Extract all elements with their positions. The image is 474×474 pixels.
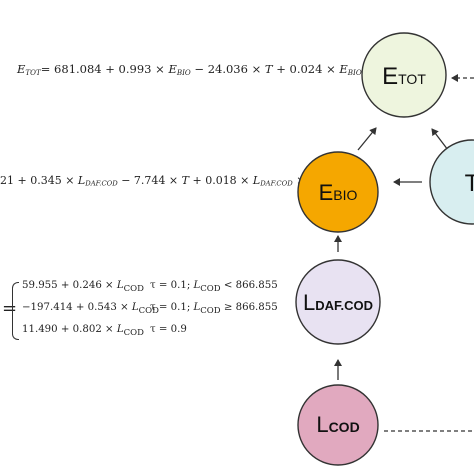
eq-e-bio-v3: L (252, 174, 261, 187)
node-e-tot-circle (361, 32, 447, 118)
piecewise-brace (12, 282, 19, 340)
node-l-daf-cod-circle (295, 259, 381, 345)
piecewise-cond-2-var-sub: COD (200, 306, 221, 317)
piecewise-row-1: 59.955 + 0.246 × LCOD (22, 280, 144, 294)
eq-e-bio-c2: + 0.018 × (188, 174, 253, 187)
edge-e-bio-to-e-tot (357, 127, 377, 151)
piecewise-cond-2-var: L (193, 302, 201, 313)
eq-e-tot-c0: = 681.084 + 0.993 × (40, 62, 169, 76)
piecewise-row-1-var-sub: COD (123, 284, 144, 295)
node-e-bio-label: EBIO (319, 180, 358, 205)
node-t-label: T (465, 170, 474, 197)
equation-e-bio: 21 + 0.345 × LDAF.COD − 7.744 × T + 0.01… (0, 174, 316, 188)
piecewise-row-1-var: L (116, 280, 124, 291)
eq-e-tot-v2: T (264, 62, 273, 76)
piecewise-cond-1-tau: τ = 0.1; (150, 280, 194, 291)
equation-e-tot: ETOT= 681.084 + 0.993 × EBIO − 24.036 × … (17, 62, 386, 77)
eq-e-tot-v3: E (339, 62, 348, 76)
node-l-daf-cod-label: LDAF.COD (303, 290, 373, 315)
eq-e-tot-lhs: E (17, 62, 26, 76)
eq-e-tot-lhs-sub: TOT (25, 67, 41, 77)
eq-e-tot-c1: − 24.036 × (190, 62, 265, 76)
node-e-bio: EBIO (297, 151, 379, 233)
eq-e-bio-v2: T (181, 174, 189, 187)
node-l-cod-label: LCOD (316, 412, 359, 437)
node-l-cod-circle (297, 384, 379, 466)
node-t-circle (429, 139, 474, 225)
piecewise-cond-2-tau: τ = 0.1; (150, 302, 194, 313)
piecewise-row-2-var-sub: COD (138, 306, 159, 317)
eq-e-bio-v3-sub: DAF.COD (260, 179, 293, 188)
eq-e-bio-c1: − 7.744 × (117, 174, 182, 187)
piecewise-row-2-expr: −197.414 + 0.543 × (22, 302, 132, 313)
piecewise-row-2: −197.414 + 0.543 × LCOD (22, 302, 159, 316)
piecewise-cond-1-var: L (193, 280, 201, 291)
node-e-tot: ETOT (361, 32, 447, 118)
node-e-bio-circle (297, 151, 379, 233)
node-t: T (429, 139, 474, 225)
eq-e-tot-v1-sub: BIO (176, 67, 191, 77)
eq-e-tot-c2: + 0.024 × (272, 62, 340, 76)
piecewise-equals: = (2, 298, 18, 319)
eq-e-tot-v3-sub: BIO (347, 67, 362, 77)
node-e-tot-label: ETOT (382, 63, 426, 90)
eq-e-bio-c0: 21 + 0.345 × (0, 174, 78, 187)
piecewise-row-3-var-sub: COD (123, 328, 144, 339)
eq-e-bio-v1: L (77, 174, 86, 187)
node-l-cod: LCOD (297, 384, 379, 466)
piecewise-row-3: 11.490 + 0.802 × LCOD (22, 324, 144, 338)
piecewise-cond-3-tau: τ = 0.9 (150, 324, 187, 335)
piecewise-row-1-expr: 59.955 + 0.246 × (22, 280, 117, 291)
piecewise-cond-2: τ = 0.1; LCOD ≥ 866.855 (150, 302, 278, 316)
eq-e-bio-v1-sub: DAF.COD (85, 179, 118, 188)
piecewise-row-2-var: L (131, 302, 139, 313)
piecewise-cond-3: τ = 0.9 (150, 324, 187, 335)
piecewise-cond-1-var-sub: COD (200, 284, 221, 295)
edge-t-to-e-tot (431, 128, 449, 151)
eq-e-tot-v1: E (168, 62, 177, 76)
piecewise-row-3-var: L (116, 324, 124, 335)
piecewise-cond-1-op: < 866.855 (220, 280, 278, 291)
piecewise-cond-2-op: ≥ 866.855 (220, 302, 278, 313)
piecewise-cond-1: τ = 0.1; LCOD < 866.855 (150, 280, 278, 294)
piecewise-row-3-expr: 11.490 + 0.802 × (22, 324, 117, 335)
node-l-daf-cod: LDAF.COD (295, 259, 381, 345)
